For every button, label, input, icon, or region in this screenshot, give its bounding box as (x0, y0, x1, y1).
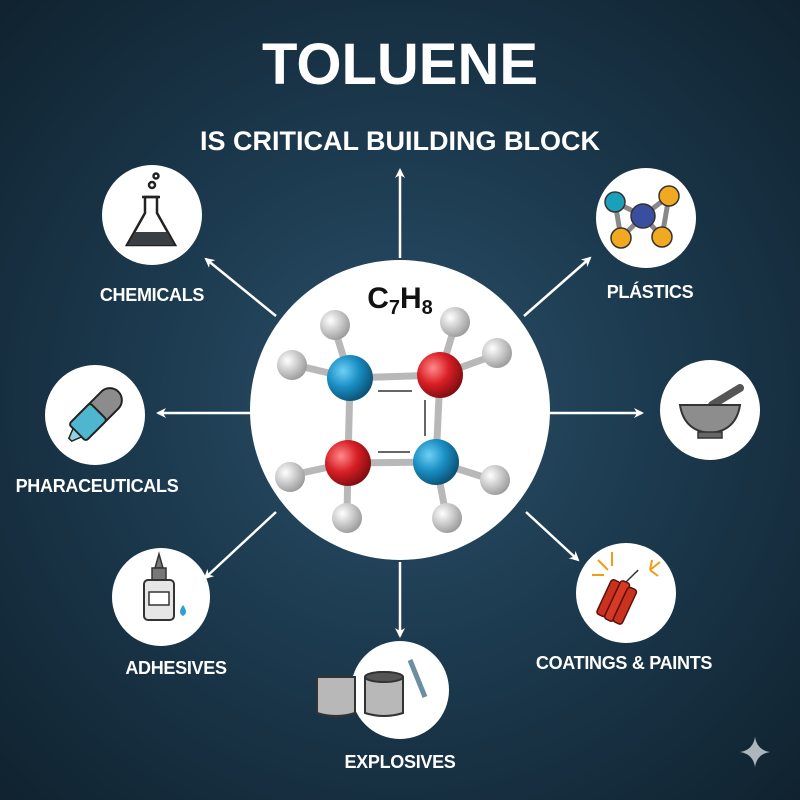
label-chemicals: CHEMICALS (100, 285, 205, 305)
application-coatings-paints[interactable]: COATINGS & PAINTS (536, 543, 713, 673)
mortar-pestle-icon (678, 384, 744, 439)
label-explosives: EXPLOSIVES (344, 752, 455, 772)
molecule-icon (604, 185, 680, 249)
page-title: TOLUENE (262, 32, 538, 97)
dynamite-icon (596, 569, 639, 625)
sparkle-icon (740, 737, 770, 767)
label-coatings-paints: COATINGS & PAINTS (536, 653, 713, 673)
spark-icon (592, 552, 661, 577)
toluene-molecule-icon (275, 307, 512, 533)
application-plastics[interactable]: PLÁSTICS (596, 168, 696, 302)
arrow-chemicals (204, 257, 277, 317)
application-chemicals[interactable]: CHEMICALS (100, 165, 205, 305)
capsule-icon (67, 387, 123, 443)
molecular-formula: C7H8 (367, 282, 433, 319)
arrows (156, 168, 644, 638)
arrow-coatings (525, 511, 580, 562)
application-pharmaceuticals[interactable]: PHARACEUTICALS (16, 365, 179, 496)
arrow-plastics (523, 256, 592, 317)
application-explosives[interactable]: EXPLOSIVES (316, 641, 456, 772)
label-plastics: PLÁSTICS (607, 281, 694, 302)
paint-can-icon (316, 659, 428, 717)
arrow-adhesives (203, 511, 277, 580)
application-mortar[interactable] (660, 360, 760, 460)
label-adhesives: ADHESIVES (125, 658, 227, 678)
subtitle: IS CRITICAL BUILDING BLOCK (200, 126, 600, 156)
glue-bottle-icon (143, 551, 186, 621)
flask-icon (124, 172, 178, 247)
label-pharmaceuticals: PHARACEUTICALS (16, 476, 179, 496)
application-adhesives[interactable]: ADHESIVES (112, 548, 227, 678)
